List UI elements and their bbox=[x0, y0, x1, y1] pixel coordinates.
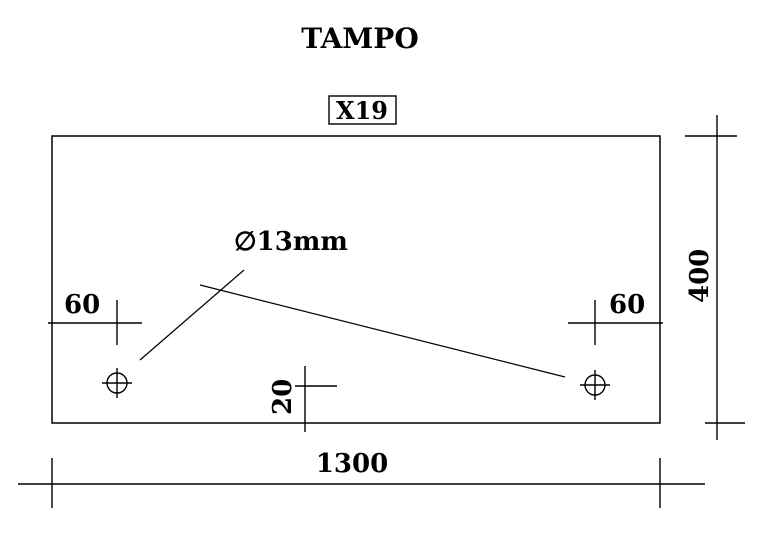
width-dimension-line bbox=[18, 458, 705, 508]
bottom-offset-marker bbox=[295, 366, 337, 432]
hole-leader-left bbox=[139, 269, 245, 361]
hole-right bbox=[580, 370, 610, 400]
bottom-offset-label: 20 bbox=[268, 379, 298, 415]
right-offset-marker bbox=[568, 300, 663, 345]
right-offset-label: 60 bbox=[609, 290, 645, 320]
height-dimension-label: 400 bbox=[685, 249, 715, 303]
height-dimension-line bbox=[685, 115, 745, 440]
hole-left bbox=[102, 368, 132, 398]
part-code: X19 bbox=[336, 96, 388, 125]
part-code-box bbox=[328, 95, 397, 125]
drawing-title: TAMPO bbox=[301, 22, 418, 55]
hole-diameter-label: ∅13mm bbox=[234, 227, 348, 257]
left-offset-label: 60 bbox=[64, 290, 100, 320]
width-dimension-label: 1300 bbox=[316, 449, 388, 479]
hole-leader-right bbox=[199, 284, 566, 378]
left-offset-marker bbox=[48, 300, 142, 345]
plate-outline bbox=[51, 135, 661, 424]
